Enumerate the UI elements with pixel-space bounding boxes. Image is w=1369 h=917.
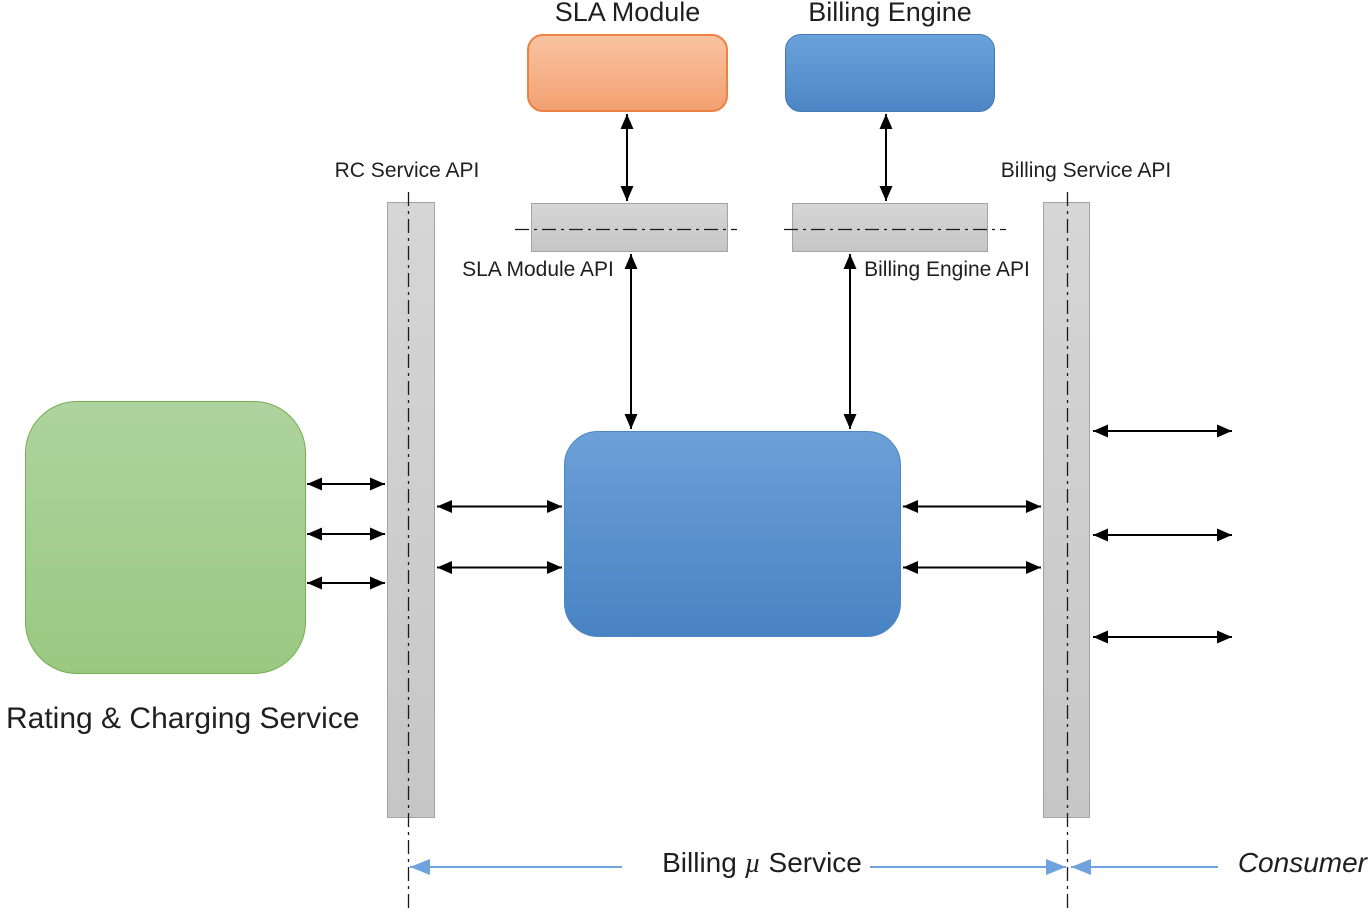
billing-mu-service-prefix: Billing: [662, 847, 745, 878]
billing-service-api-label: Billing Service API: [1000, 159, 1172, 182]
sla-module-api-label: SLA Module API: [462, 258, 614, 281]
billing-engine-api-label: Billing Engine API: [864, 258, 1030, 281]
billing-microservice-core-box: [564, 431, 901, 637]
rc-service-api-label: RC Service API: [334, 159, 480, 182]
billing-engine-api-bar: [792, 203, 988, 252]
mu-symbol: µ: [744, 848, 761, 879]
consumer-label: Consumer: [1237, 847, 1367, 878]
billing-mu-service-label: Billing µ Service: [622, 846, 902, 881]
billing-engine-title: Billing Engine: [808, 0, 972, 27]
rating-charging-service-label: Rating & Charging Service: [6, 702, 360, 735]
sla-module-title: SLA Module: [554, 0, 701, 27]
billing-mu-service-suffix: Service: [760, 847, 862, 878]
sla-module-box: [527, 34, 728, 112]
sla-module-api-bar: [531, 203, 728, 252]
rc-service-api-bar: [387, 202, 435, 818]
billing-engine-box: [785, 34, 995, 112]
rating-charging-service-box: [25, 401, 306, 674]
billing-service-api-bar: [1043, 202, 1090, 818]
